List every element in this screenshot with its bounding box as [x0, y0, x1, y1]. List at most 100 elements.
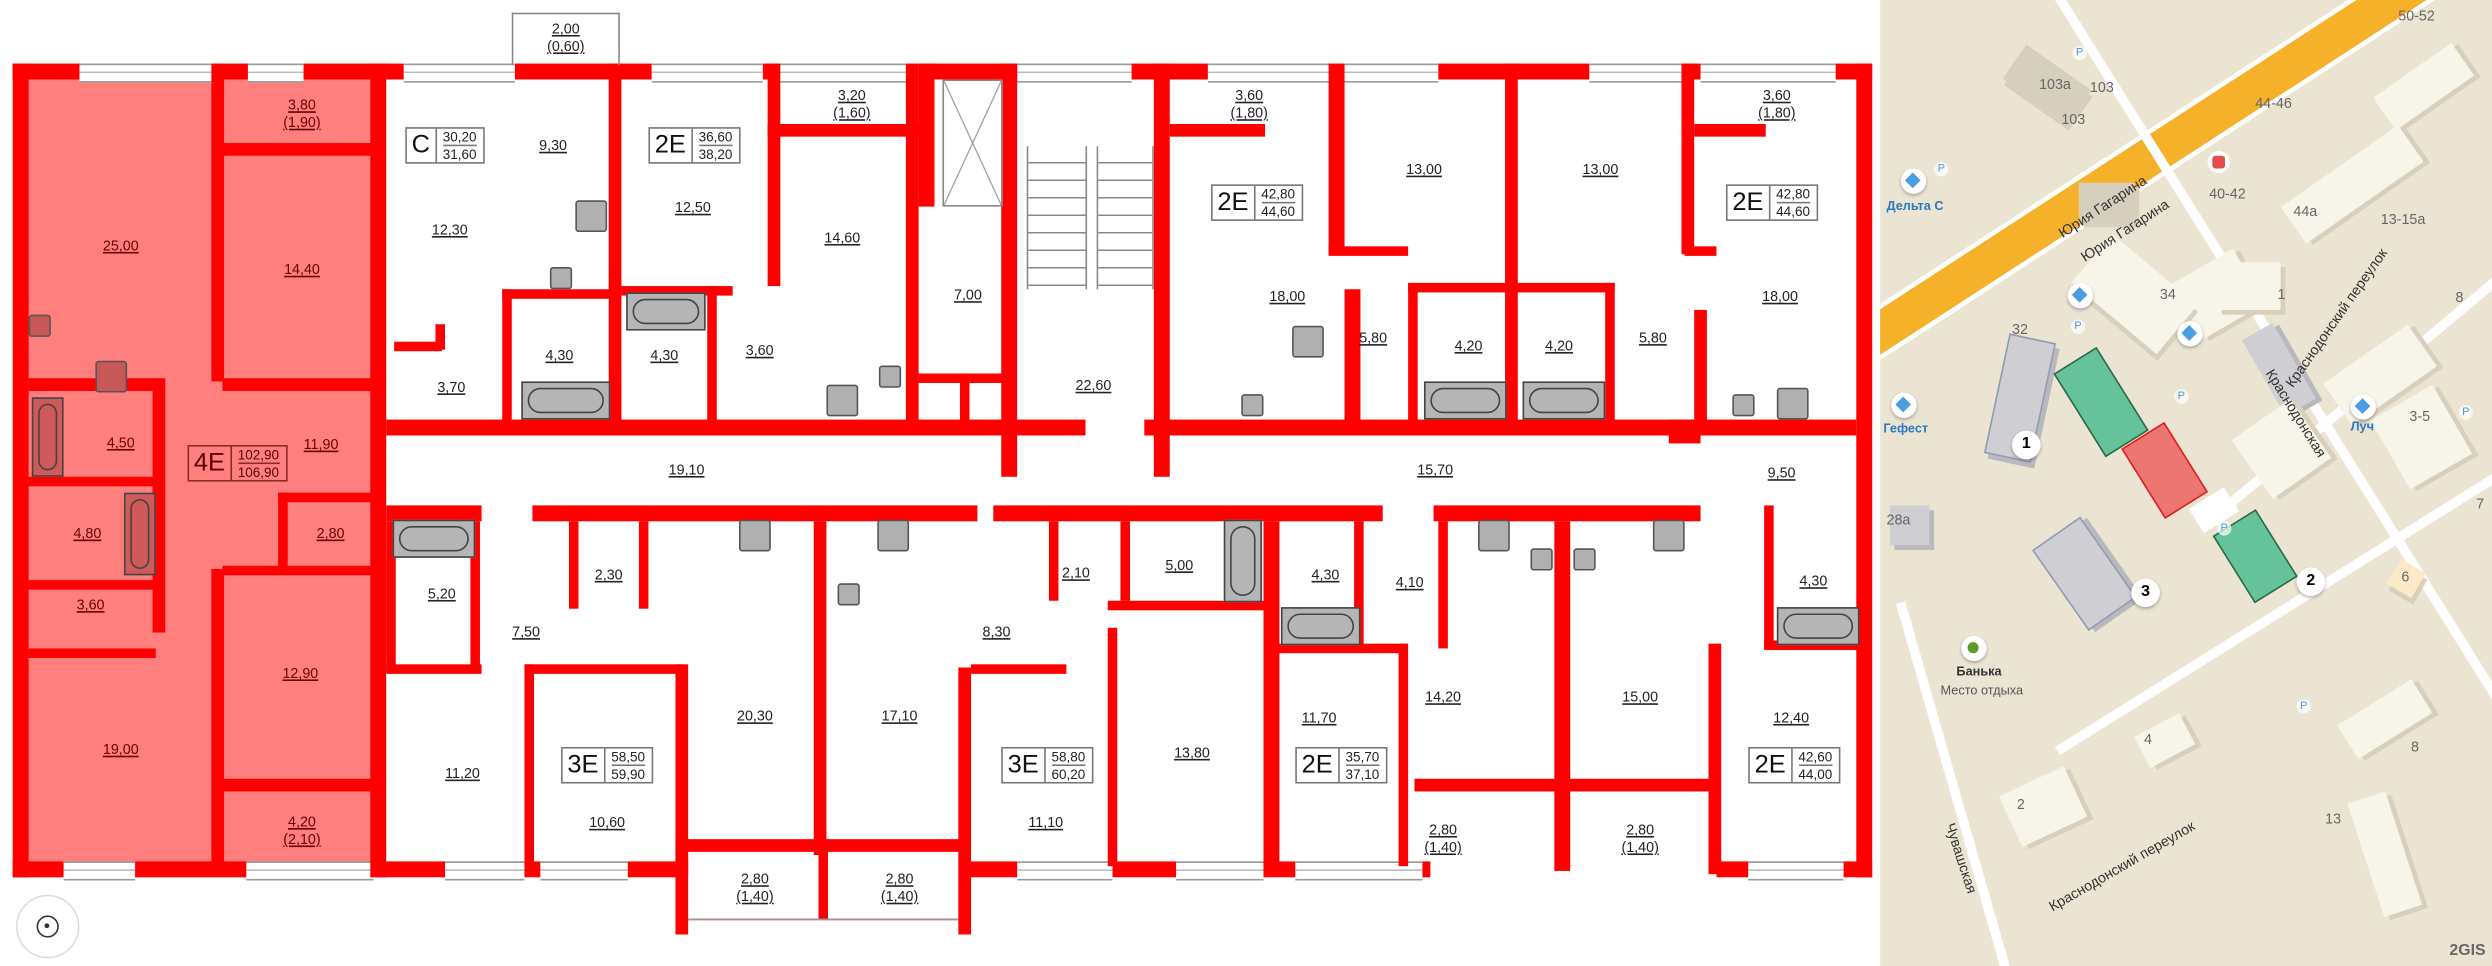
building-number: 40-42 [2209, 185, 2246, 202]
bathtub [1522, 381, 1606, 420]
window [540, 861, 628, 881]
total-area: 44,60 [1776, 203, 1810, 220]
wall [28, 378, 156, 391]
balcony-outline [511, 12, 620, 66]
wall [524, 664, 684, 674]
marker-1[interactable]: 1 [2012, 430, 2041, 460]
living-area: 42,80 [1776, 185, 1810, 204]
building-number: 44-46 [2255, 95, 2292, 112]
building-number: 6 [2401, 568, 2410, 585]
building-number: 34 [2159, 286, 2176, 302]
poi-pin-icon[interactable] [2350, 394, 2377, 420]
poi-pin-icon[interactable] [2177, 321, 2203, 347]
window [403, 63, 515, 83]
poi-label[interactable]: Луч [2350, 419, 2374, 434]
apartment-4e-highlight[interactable] [12, 63, 382, 878]
poi-pin-icon[interactable] [1900, 168, 1927, 194]
apartment-type: 3E [1003, 748, 1046, 782]
poi-label[interactable]: Гефест [1883, 421, 1929, 436]
parking-icon: P [2296, 699, 2311, 714]
poi-label[interactable]: Банька [1956, 664, 2002, 679]
wall [1263, 521, 1280, 871]
room-area: 4,30 [1311, 566, 1340, 583]
building-number: 103 [2061, 111, 2086, 128]
building-3[interactable] [2032, 516, 2137, 631]
bathtub [1223, 519, 1262, 603]
living-area: 30,20 [442, 128, 477, 147]
compass-control[interactable] [15, 894, 80, 959]
total-area: 31,60 [442, 146, 477, 163]
building-number: 13-15а [2380, 211, 2426, 228]
wall [918, 373, 1014, 384]
room-area: 5,20 [427, 585, 456, 602]
room-area: 15,00 [1622, 688, 1659, 705]
room-area: 12,40 [1773, 709, 1810, 726]
sink [837, 583, 860, 606]
building-number: 3-5 [2409, 408, 2431, 425]
room-area: 3,60 [745, 342, 774, 359]
wall [1856, 63, 1873, 878]
wall [971, 664, 1067, 674]
room-area: 7,00 [953, 286, 982, 303]
wall [524, 664, 535, 871]
wall [621, 286, 733, 296]
hospital-icon[interactable] [2207, 150, 2230, 174]
poi-label[interactable]: Дельта С [1886, 198, 1944, 213]
banya-icon[interactable] [1961, 635, 1987, 662]
poi-pin-icon[interactable] [2067, 282, 2094, 309]
room-area: 11,90 [303, 436, 339, 453]
marker-2[interactable]: 2 [2296, 567, 2326, 596]
sink [1241, 394, 1264, 417]
wall [1554, 521, 1571, 871]
room-area: 15,70 [1417, 461, 1454, 478]
wall [1694, 123, 1766, 137]
wall [905, 63, 919, 430]
wall [394, 341, 442, 352]
bathtub [392, 519, 476, 558]
room-area: 5,00 [1165, 557, 1194, 573]
stove [1652, 519, 1685, 552]
room-area: 4,20 [1454, 337, 1483, 354]
room-area: 2,80 [316, 525, 345, 542]
building-number: 103 [2089, 79, 2114, 96]
wall [638, 521, 649, 609]
wall [370, 63, 387, 878]
building-number: 44а [2293, 203, 2318, 220]
map-attribution[interactable]: 2GIS [2449, 942, 2486, 960]
wall [818, 839, 829, 919]
compass-center-icon [36, 915, 59, 938]
window [1700, 63, 1836, 83]
wall [386, 505, 482, 522]
wall [222, 778, 382, 792]
room-area: 9,30 [539, 137, 568, 154]
room-area: 2,30 [594, 566, 623, 583]
stove [1292, 325, 1324, 358]
parking-icon: P [1934, 162, 1949, 177]
poi-pin-icon[interactable] [1891, 392, 1917, 418]
wall [470, 521, 480, 668]
stove [1478, 519, 1510, 552]
location-map[interactable]: 103а 103 103 50-52 44-46 40-42 44а 13-15… [1880, 0, 2492, 966]
stove [739, 519, 771, 552]
building [1889, 505, 1930, 546]
compass-dot-icon [44, 923, 50, 929]
window [778, 63, 922, 83]
wall [1144, 419, 1857, 436]
marker-3[interactable]: 3 [2131, 578, 2160, 608]
wall [767, 63, 781, 287]
wall [1605, 282, 1615, 426]
wall [532, 505, 978, 522]
building [2373, 42, 2475, 131]
window [246, 861, 374, 881]
bathtub [1776, 607, 1860, 646]
